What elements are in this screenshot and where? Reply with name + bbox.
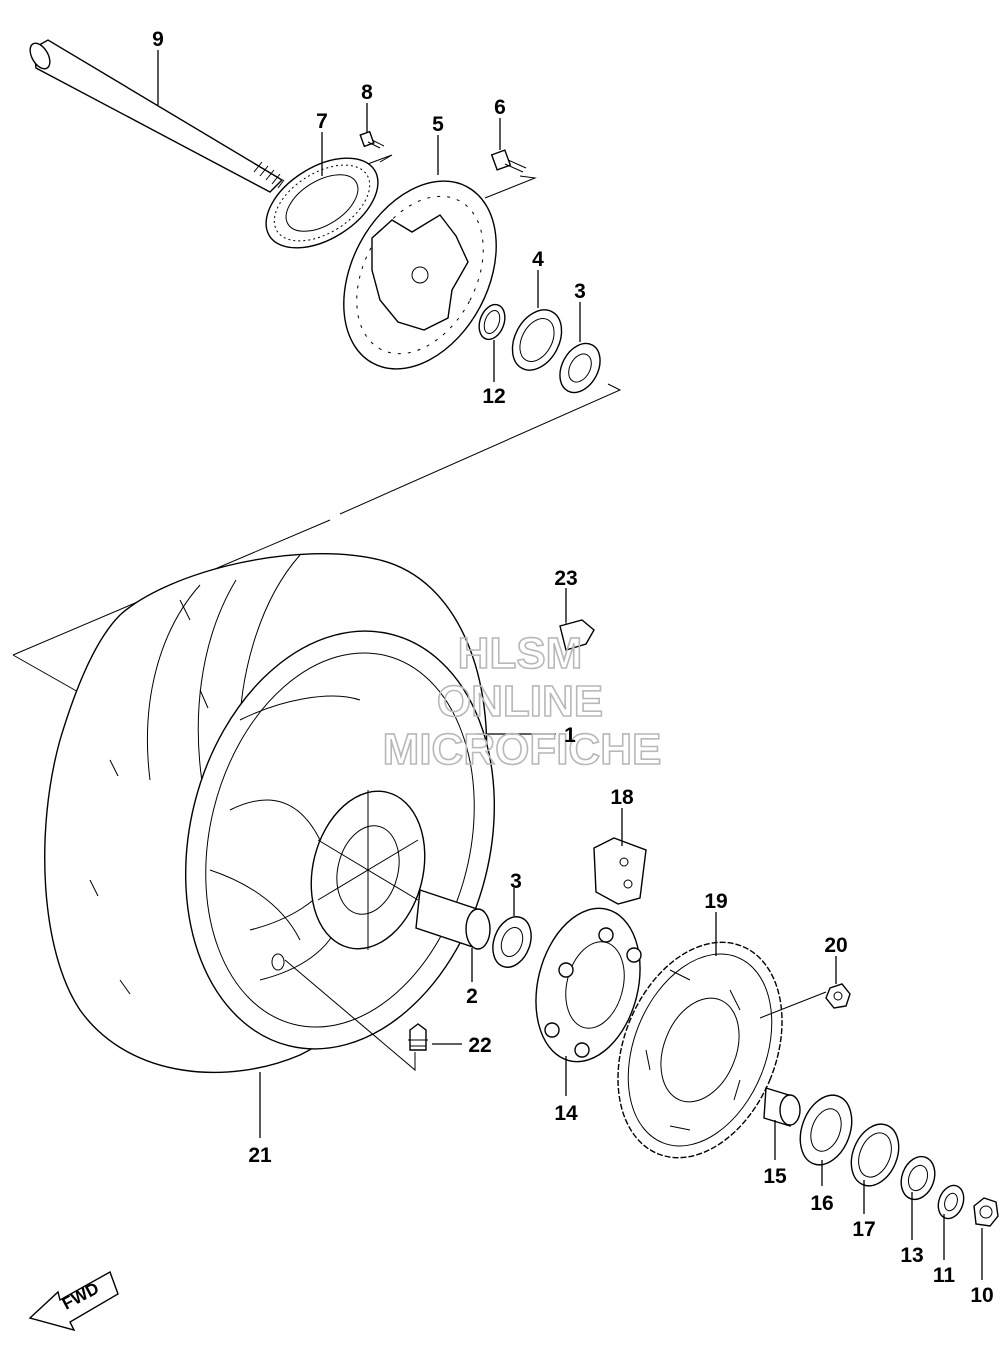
callout-15[interactable]: 15	[763, 1165, 787, 1188]
watermark-line-3: MICROFICHE	[383, 725, 662, 774]
spacer-part-12[interactable]	[475, 301, 510, 343]
nut-part-20[interactable]	[825, 983, 851, 1009]
sensor-rotor-part-7[interactable]	[250, 140, 393, 267]
axle-nut-part-10[interactable]	[973, 1197, 999, 1227]
callout-4[interactable]: 4	[532, 248, 544, 271]
callout-20[interactable]: 20	[824, 934, 847, 957]
washer-part-11[interactable]	[934, 1182, 968, 1222]
callout-22[interactable]: 22	[468, 1034, 491, 1057]
sprocket-hub-part-14[interactable]	[521, 897, 656, 1073]
callout-labels: 9 8 7 5 6 4 3 12 23 1 18 3 19 20 2 22 14…	[152, 28, 994, 1307]
spacer-part-15[interactable]	[763, 1087, 801, 1127]
callout-16[interactable]: 16	[810, 1192, 833, 1215]
spacer-tube-part-2[interactable]	[415, 889, 491, 950]
forward-direction-arrow: FWD	[28, 1270, 119, 1332]
callout-3-lower[interactable]: 3	[510, 870, 522, 893]
callout-17[interactable]: 17	[852, 1218, 875, 1241]
rear-sprocket-part-19[interactable]	[588, 918, 813, 1183]
brake-disc-part-5[interactable]	[313, 155, 527, 395]
oil-seal-part-17[interactable]	[843, 1117, 908, 1193]
callout-1[interactable]: 1	[564, 724, 576, 747]
oil-seal-part-4[interactable]	[503, 301, 572, 378]
damper-part-18[interactable]	[593, 837, 647, 905]
callout-21[interactable]: 21	[248, 1144, 272, 1167]
callout-8[interactable]: 8	[361, 81, 373, 104]
callout-18[interactable]: 18	[610, 786, 634, 809]
watermark: HLSM ONLINE MICROFICHE	[382, 628, 662, 775]
callout-23[interactable]: 23	[554, 567, 577, 590]
callout-13[interactable]: 13	[900, 1244, 923, 1267]
spacer-part-13[interactable]	[895, 1152, 940, 1204]
leader-lines	[157, 50, 983, 1280]
valve-part-22[interactable]	[408, 1023, 428, 1051]
callout-10[interactable]: 10	[970, 1284, 993, 1307]
screw-part-8[interactable]	[359, 130, 385, 149]
callout-7[interactable]: 7	[316, 110, 328, 133]
callout-3-upper[interactable]: 3	[574, 280, 586, 303]
callout-14[interactable]: 14	[554, 1102, 578, 1125]
axle-part-9[interactable]	[26, 39, 285, 193]
callout-19[interactable]: 19	[704, 890, 727, 913]
callout-9[interactable]: 9	[152, 28, 164, 51]
callout-6[interactable]: 6	[494, 96, 506, 119]
callout-11[interactable]: 11	[933, 1264, 956, 1287]
bearing-part-3-upper[interactable]	[552, 337, 608, 400]
callout-2[interactable]: 2	[466, 985, 478, 1008]
watermark-line-1: HLSM	[458, 629, 583, 678]
watermark-line-2: ONLINE	[437, 677, 603, 726]
bolt-part-6[interactable]	[490, 149, 527, 173]
bearing-part-3-lower[interactable]	[486, 911, 538, 972]
wheel-part-1[interactable]	[143, 598, 537, 1082]
bearing-part-16[interactable]	[791, 1088, 861, 1172]
callout-12[interactable]: 12	[482, 385, 505, 408]
callout-5[interactable]: 5	[432, 113, 444, 136]
